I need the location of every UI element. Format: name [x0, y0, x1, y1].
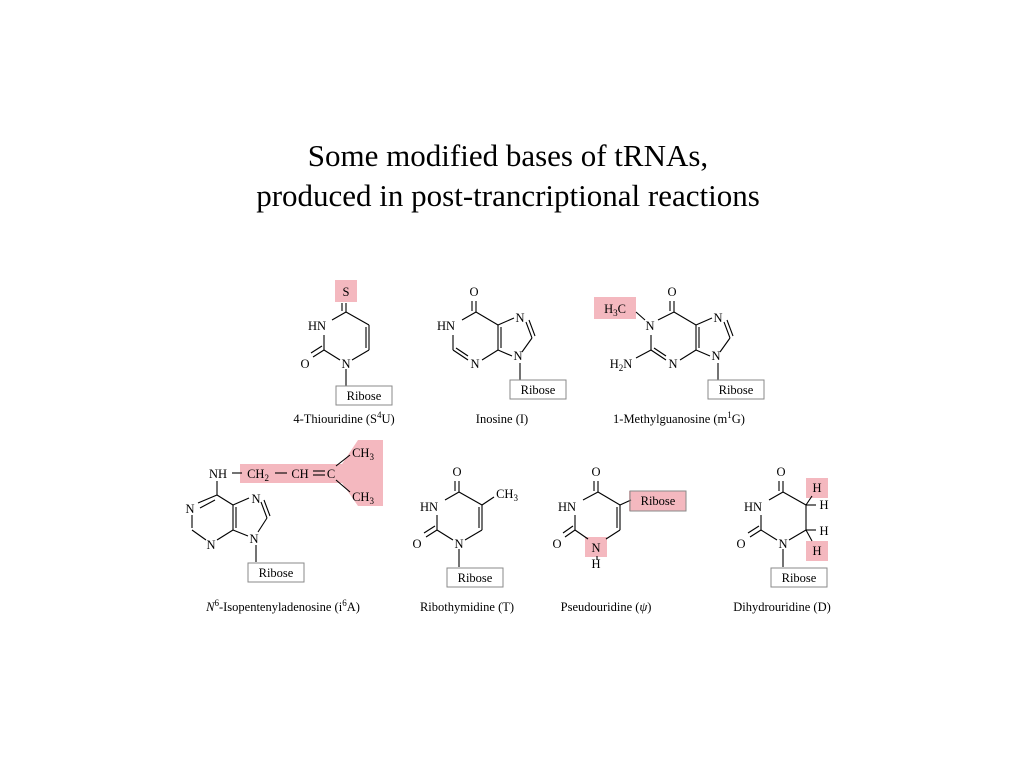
ribose-box [446, 567, 504, 588]
atom-c: C [327, 467, 335, 481]
atom-methyl: H3C [604, 302, 626, 318]
ribose-label: Ribose [782, 571, 817, 585]
caption-ribothymidine: Ribothymidine (T) [420, 600, 514, 614]
atom-n3: N [668, 357, 677, 371]
atom-n: N [591, 541, 600, 555]
caption-4-thiouridine: 4-Thiouridine (S4U) [293, 410, 394, 426]
molecule-4-thiouridine: S HN O N Ribose 4-Thiouridine (S4U) [293, 280, 395, 426]
atom-n3: N [470, 357, 479, 371]
highlight-ribose [629, 491, 686, 511]
ribose-label: Ribose [458, 571, 493, 585]
atom-o: O [667, 285, 676, 299]
atom-hn: HN [420, 500, 438, 514]
atom-s: S [343, 285, 350, 299]
atom-n9: N [249, 532, 258, 546]
molecule-pseudouridine: O HN O N H Ribose Pseudouridine (ψ) [552, 465, 687, 614]
ribose-box [707, 379, 765, 400]
highlight-sulfur [335, 280, 357, 302]
highlight-h-top [806, 478, 828, 498]
caption-isopentenyladenosine: N6-Isopentenyladenosine (i6A) [205, 598, 360, 614]
atom-o-left: O [412, 537, 421, 551]
caption-inosine: Inosine (I) [476, 412, 528, 426]
atom-ch2: CH2 [247, 467, 269, 483]
ribose-label: Ribose [641, 494, 676, 508]
atom-h1: H [812, 481, 821, 495]
title-line-2: produced in post-trancriptional reaction… [256, 178, 760, 213]
atom-o-left: O [552, 537, 561, 551]
atom-n7: N [515, 311, 524, 325]
atom-n: N [778, 537, 787, 551]
slide-title: Some modified bases of tRNAs, produced i… [0, 136, 1016, 216]
atom-hn: HN [308, 319, 326, 333]
caption-pseudouridine: Pseudouridine (ψ) [561, 600, 652, 614]
ribose-label: Ribose [259, 566, 294, 580]
atom-n1: N [645, 319, 654, 333]
atom-n7: N [251, 492, 260, 506]
atom-o-top: O [591, 465, 600, 479]
atom-hn: HN [744, 500, 762, 514]
atom-h: H [591, 557, 600, 571]
atom-o-top: O [452, 465, 461, 479]
caption-dihydrouridine: Dihydrouridine (D) [733, 600, 831, 614]
atom-amine: H2N [610, 357, 633, 373]
caption-1-methylguanosine: 1-Methylguanosine (m1G) [613, 410, 745, 426]
atom-o-top: O [776, 465, 785, 479]
molecule-dihydrouridine: O HN O N H H H H Ribose Dihydrouridine (… [733, 465, 831, 614]
highlight-h-bottom [806, 541, 828, 561]
molecule-inosine: O HN N N N Ribose Inosine (I) [437, 285, 567, 426]
ribose-label: Ribose [521, 383, 556, 397]
title-line-1: Some modified bases of tRNAs, [307, 138, 709, 173]
atom-n1: N [185, 502, 194, 516]
atom-o: O [469, 285, 478, 299]
atom-hn: HN [558, 500, 576, 514]
ribose-box [629, 490, 687, 512]
atom-h3: H [819, 524, 828, 538]
atom-n3: N [206, 538, 215, 552]
highlight-methyl [594, 297, 636, 319]
atom-hn: HN [437, 319, 455, 333]
atom-n9: N [711, 349, 720, 363]
highlight-nitrogen [585, 537, 607, 557]
molecule-isopentenyladenosine: NH CH2 CH C CH3 CH3 N N N N Ribose N6-Is… [185, 440, 383, 614]
atom-nh: NH [209, 467, 227, 481]
molecule-1-methylguanosine: O H3C N N H2N N N Ribose 1-Methylguanosi… [594, 285, 765, 426]
atom-ch3-bottom: CH3 [352, 490, 374, 506]
ribose-label: Ribose [347, 389, 382, 403]
ribose-box [247, 562, 305, 583]
atom-h2: H [819, 498, 828, 512]
ribose-box [509, 379, 567, 400]
ribose-box [335, 385, 393, 406]
atom-ch: CH [291, 467, 308, 481]
atom-o: O [300, 357, 309, 371]
atom-h4: H [812, 544, 821, 558]
atom-ch3: CH3 [496, 487, 518, 503]
ribose-label: Ribose [719, 383, 754, 397]
atom-n: N [454, 537, 463, 551]
atom-ch3-top: CH3 [352, 446, 374, 462]
atom-n7: N [713, 311, 722, 325]
molecule-ribothymidine: O HN CH3 O N Ribose Ribothymidine (T) [412, 465, 518, 614]
atom-o-left: O [736, 537, 745, 551]
atom-n: N [341, 357, 350, 371]
ribose-box [770, 567, 828, 588]
atom-n9: N [513, 349, 522, 363]
